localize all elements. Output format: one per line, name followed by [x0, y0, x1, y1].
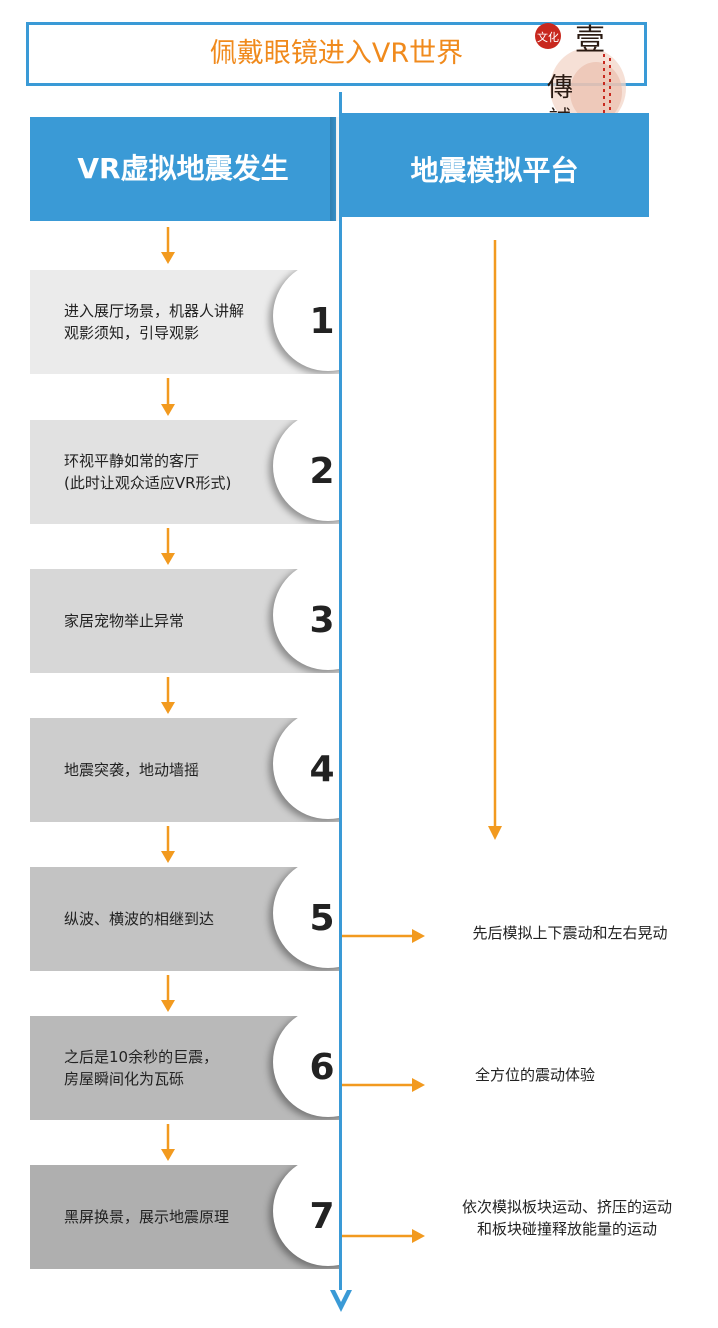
header-divider-shadow — [330, 117, 340, 221]
step-2-number: 2 — [309, 451, 335, 492]
timeline-line — [339, 92, 342, 1297]
step-4-text: 地震突袭，地动墙摇 — [64, 761, 200, 779]
down-arrow-3-head-icon — [161, 553, 175, 565]
down-arrow-1-head-icon — [161, 252, 175, 264]
step-5-number: 5 — [309, 898, 335, 939]
step-5: 纵波、横波的相继到达 5 — [30, 867, 339, 971]
down-arrow-2-head-icon — [161, 404, 175, 416]
step-4: 地震突袭，地动墙摇 4 — [30, 718, 339, 822]
step-6-number: 6 — [309, 1047, 335, 1088]
step-2: 环视平静如常的客厅 (此时让观众适应VR形式) 2 — [30, 420, 339, 524]
step-5-text: 纵波、横波的相继到达 — [64, 910, 215, 928]
down-arrow-6-head-icon — [161, 1000, 175, 1012]
step-7: 黑屏换景，展示地震原理 7 — [30, 1165, 339, 1269]
note-step-5: 先后模拟上下震动和左右晃动 — [472, 924, 668, 942]
right-header: 地震模拟平台 — [340, 113, 649, 217]
step-7-text: 黑屏换景，展示地震原理 — [64, 1208, 230, 1226]
logo-char-1: 壹 — [575, 23, 605, 58]
timeline-arrowhead-icon — [330, 1290, 352, 1312]
down-arrow-7-head-icon — [161, 1149, 175, 1161]
platform-down-arrow-head-icon — [488, 826, 502, 840]
right-arrow-7-head-icon — [412, 1229, 425, 1243]
step-6-text: 之后是10余秒的巨震， 房屋瞬间化为瓦砾 — [64, 1048, 219, 1088]
down-arrow-5-head-icon — [161, 851, 175, 863]
step-3-number: 3 — [309, 600, 335, 641]
brand-logo: 文化 壹 傳 誠 — [518, 18, 630, 136]
step-1-number: 1 — [309, 301, 335, 342]
right-arrow-6-head-icon — [412, 1078, 425, 1092]
step-3: 家居宠物举止异常 3 — [30, 569, 339, 673]
step-6: 之后是10余秒的巨震， 房屋瞬间化为瓦砾 6 — [30, 1016, 339, 1120]
left-header: VR虚拟地震发生 — [30, 117, 336, 221]
logo-char-2: 傳 — [547, 73, 573, 103]
page-title: 佩戴眼镜进入VR世界 — [209, 38, 464, 69]
step-1: 进入展厅场景，机器人讲解 观影须知，引导观影 1 — [30, 270, 339, 374]
note-step-7: 依次模拟板块运动、挤压的运动 和板块碰撞释放能量的运动 — [461, 1198, 672, 1238]
right-arrow-5-head-icon — [412, 929, 425, 943]
step-3-text: 家居宠物举止异常 — [64, 612, 185, 630]
step-2-text: 环视平静如常的客厅 (此时让观众适应VR形式) — [64, 452, 232, 492]
step-1-text: 进入展厅场景，机器人讲解 观影须知，引导观影 — [64, 302, 245, 342]
step-7-number: 7 — [309, 1196, 335, 1237]
down-arrow-4-head-icon — [161, 702, 175, 714]
note-step-6: 全方位的震动体验 — [474, 1066, 595, 1084]
logo-seal-text: 文化 — [537, 30, 559, 44]
step-4-number: 4 — [309, 749, 335, 790]
